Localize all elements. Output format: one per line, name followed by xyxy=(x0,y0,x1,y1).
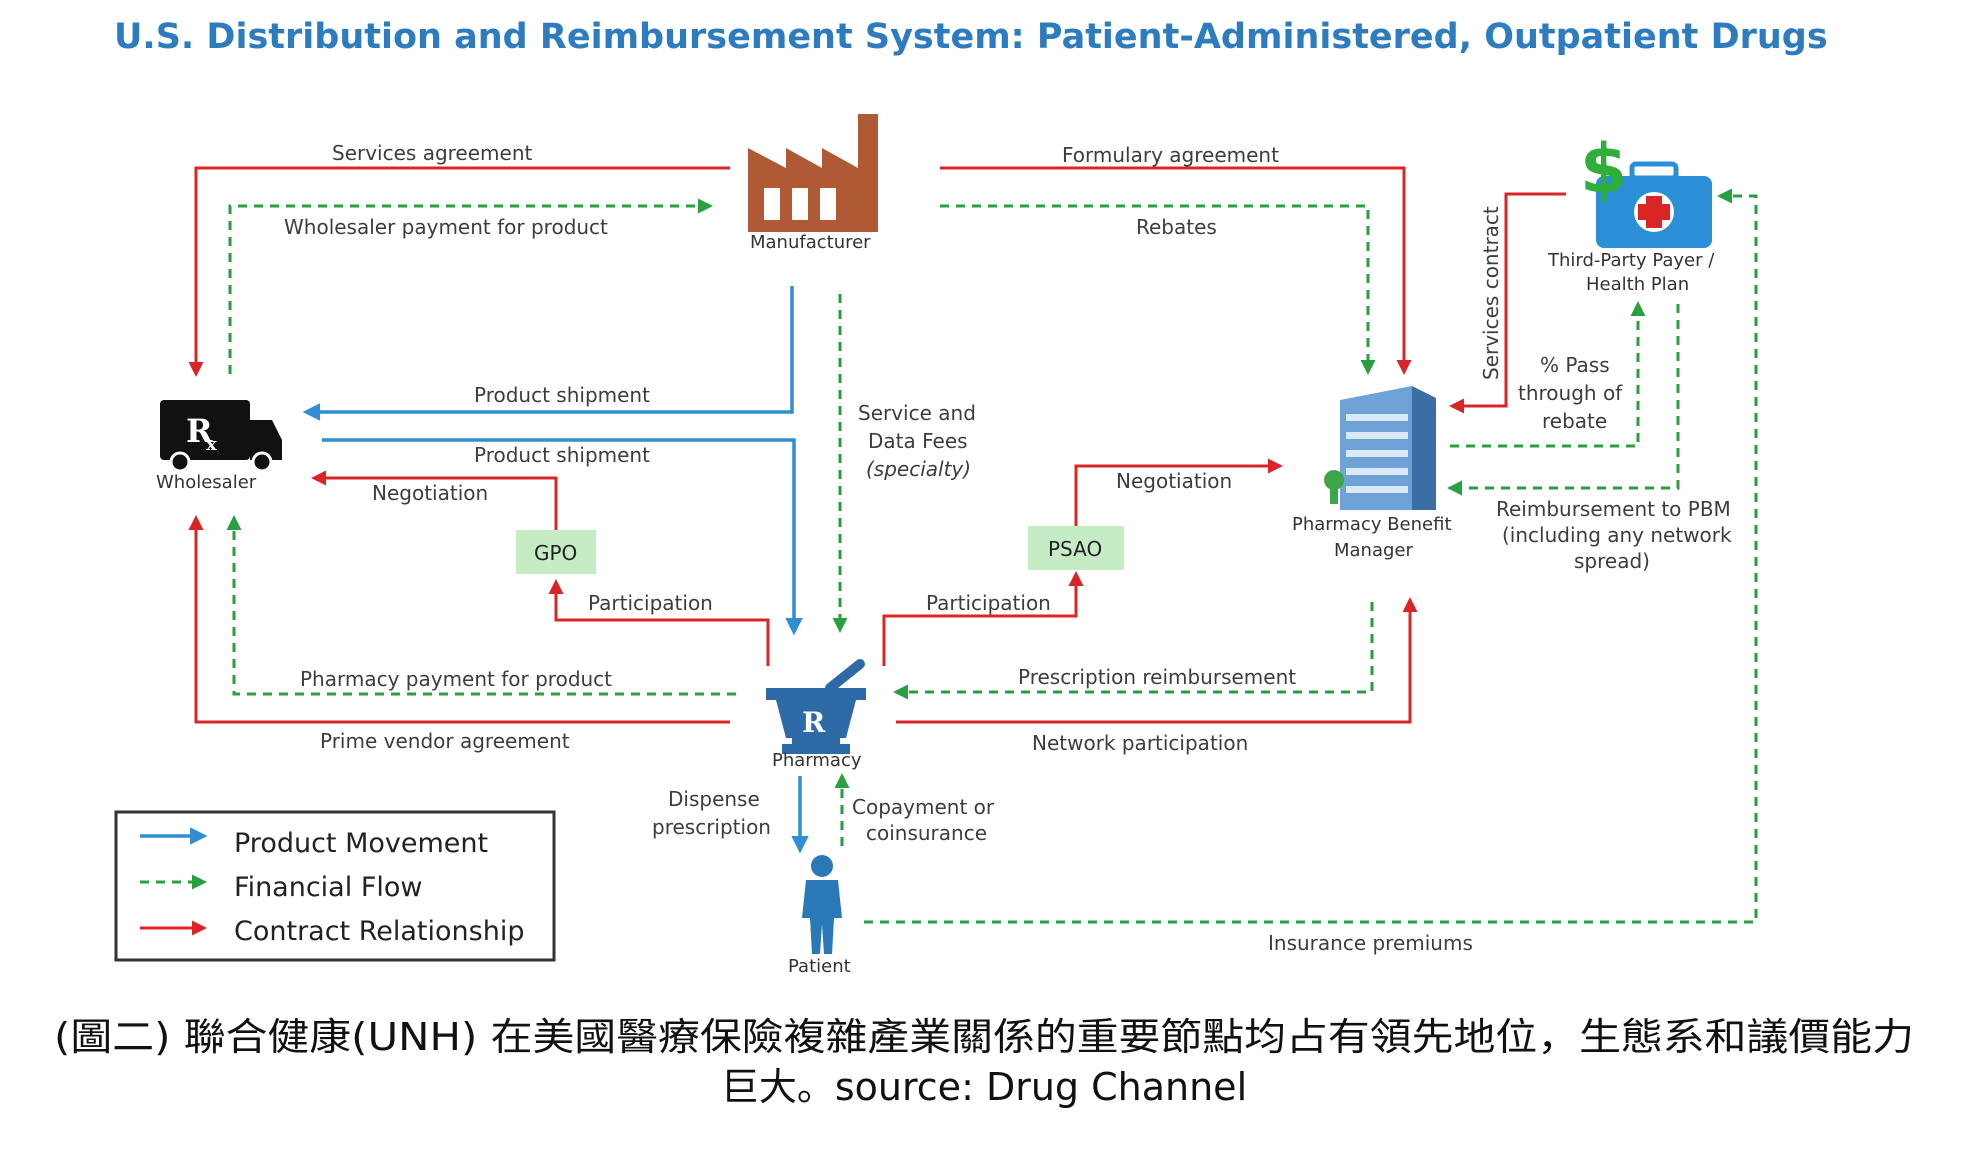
svg-text:R: R xyxy=(186,412,213,450)
payer-label-line2: Health Plan xyxy=(1586,274,1689,295)
network-participation-label: Network participation xyxy=(1032,731,1248,755)
legend-product-movement: Product Movement xyxy=(234,828,488,859)
copay-label-2: coinsurance xyxy=(866,821,987,845)
caption-line-1: (圖二) 聯合健康(UNH) 在美國醫療保險複雜產業關係的重要節點均占有領先地位… xyxy=(54,1015,1914,1059)
services-agreement-label: Services agreement xyxy=(332,141,533,165)
copay-label-1: Copayment or xyxy=(852,795,995,819)
gpo-label: GPO xyxy=(534,541,577,565)
negotiation-left-arrow xyxy=(311,470,558,530)
pass-through-label-3: rebate xyxy=(1542,409,1607,433)
legend-financial-flow: Financial Flow xyxy=(234,872,422,903)
gpo-box xyxy=(516,530,596,574)
pharmacy-label: Pharmacy xyxy=(772,750,862,771)
wholesaler-label: Wholesaler xyxy=(156,472,257,493)
service-fees-label-3: (specialty) xyxy=(866,457,971,481)
participation-right-label: Participation xyxy=(926,591,1051,615)
product-shipment-1-label: Product shipment xyxy=(474,383,650,407)
participation-left-arrow xyxy=(548,579,770,666)
reimb-pbm-label-1: Reimbursement to PBM xyxy=(1496,497,1731,521)
service-fees-label-1: Service and xyxy=(858,401,976,425)
service-fees-label-2: Data Fees xyxy=(868,429,968,453)
health-plan-icon: $ xyxy=(1580,130,1712,248)
wholesaler-payment-label: Wholesaler payment for product xyxy=(284,215,608,239)
mortar-pestle-icon: R xyxy=(766,659,866,754)
participation-right-arrow xyxy=(882,571,1084,666)
pbm-label-line1: Pharmacy Benefit xyxy=(1292,514,1452,535)
insurance-premiums-label: Insurance premiums xyxy=(1268,931,1473,955)
diagram-title: U.S. Distribution and Reimbursement Syst… xyxy=(114,17,1828,57)
factory-icon xyxy=(748,114,878,232)
legend: Product Movement Financial Flow Contract… xyxy=(114,810,556,962)
payer-label-line1: Third-Party Payer / xyxy=(1547,250,1715,271)
rebates-label: Rebates xyxy=(1136,215,1217,239)
services-contract-label: Services contract xyxy=(1479,206,1503,380)
product-shipment-2-arrow xyxy=(322,438,803,636)
negotiation-left-label: Negotiation xyxy=(372,481,488,505)
dollar-icon: $ xyxy=(1580,130,1627,209)
truck-icon: R x xyxy=(160,400,282,473)
prime-vendor-label: Prime vendor agreement xyxy=(320,729,570,753)
pharmacy-payment-arrow xyxy=(226,515,736,696)
product-shipment-2-label: Product shipment xyxy=(474,443,650,467)
pass-through-label-2: through of xyxy=(1518,381,1623,405)
reimb-pbm-label-2: (including any network xyxy=(1502,523,1732,547)
pass-through-label-1: % Pass xyxy=(1540,353,1610,377)
legend-contract-relationship: Contract Relationship xyxy=(234,916,524,947)
svg-text:x: x xyxy=(206,434,217,455)
dispense-label-1: Dispense xyxy=(668,787,760,811)
negotiation-right-label: Negotiation xyxy=(1116,469,1232,493)
patient-label: Patient xyxy=(788,956,851,977)
formulary-agreement-arrow xyxy=(940,166,1412,375)
pbm-label-line2: Manager xyxy=(1334,540,1413,561)
manufacturer-label: Manufacturer xyxy=(750,232,871,253)
formulary-agreement-label: Formulary agreement xyxy=(1062,143,1279,167)
prescription-reimbursement-arrow xyxy=(893,602,1374,700)
product-shipment-1-arrow xyxy=(302,286,794,421)
reimb-pbm-label-3: spread) xyxy=(1574,549,1650,573)
svg-text:R: R xyxy=(802,706,826,739)
services-agreement-arrow xyxy=(188,166,730,377)
services-contract-arrow xyxy=(1449,192,1566,414)
psao-box xyxy=(1028,526,1124,570)
building-icon xyxy=(1324,386,1436,510)
reimbursement-to-pbm-arrow xyxy=(1447,304,1680,496)
prescription-reimbursement-label: Prescription reimbursement xyxy=(1018,665,1296,689)
patient-icon xyxy=(802,855,842,954)
prime-vendor-arrow xyxy=(188,515,730,724)
network-participation-arrow xyxy=(896,597,1418,724)
dispense-label-2: prescription xyxy=(652,815,771,839)
insurance-premiums-arrow xyxy=(864,188,1758,924)
wholesaler-payment-arrow xyxy=(228,198,713,374)
pharmacy-payment-label: Pharmacy payment for product xyxy=(300,667,612,691)
psao-label: PSAO xyxy=(1048,537,1102,561)
negotiation-right-arrow xyxy=(1074,458,1283,526)
participation-left-label: Participation xyxy=(588,591,713,615)
caption-line-2: 巨大。source: Drug Channel xyxy=(721,1065,1247,1109)
